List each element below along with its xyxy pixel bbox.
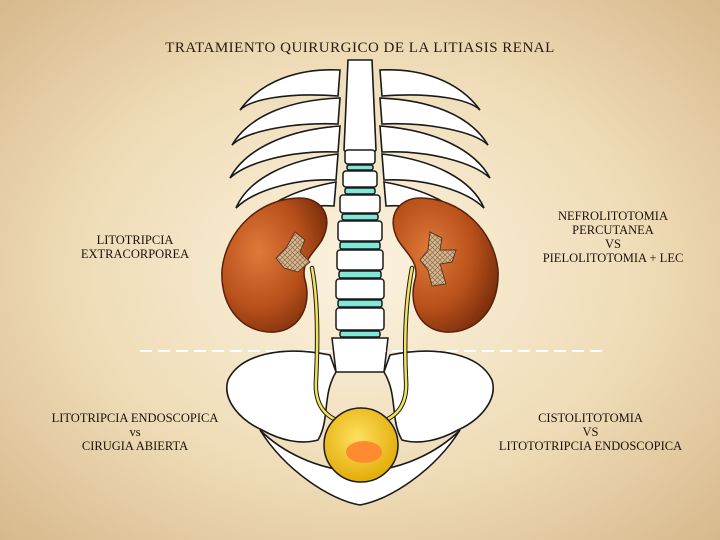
rib-right-1 [379, 69, 481, 111]
rib-left-2 [231, 97, 341, 146]
pelvis [226, 350, 494, 506]
rib-left-4 [235, 153, 339, 209]
rib-right-4 [381, 153, 485, 209]
rib-right-2 [379, 97, 489, 146]
spine [331, 149, 389, 373]
pubis [259, 429, 461, 506]
label-nefrolitotomia: NEFROLITOTOMIA PERCUTANEA VS PIELOLITOTO… [542, 209, 684, 265]
stone-left [275, 231, 311, 273]
rib-left-3 [229, 125, 341, 179]
ureters-fill [310, 266, 414, 427]
label-cistolitotomia: CISTOLITOTOMIA VS LITOTOTRIPCIA ENDOSCOP… [498, 411, 683, 453]
kidney-right [392, 197, 499, 333]
label-litotripcia-extracorporea: LITOTRIPCIA EXTRACORPOREA [80, 233, 190, 261]
stone-right [419, 231, 457, 287]
label-litotripcia-endoscopica: LITOTRIPCIA ENDOSCOPICA vs CIRUGIA ABIER… [51, 411, 219, 453]
bladder [323, 407, 399, 483]
bladder-stone [346, 441, 382, 463]
page-title: TRATAMIENTO QUIRURGICO DE LA LITIASIS RE… [165, 40, 555, 56]
pelvis-right [383, 350, 494, 443]
rib-right-3 [379, 125, 491, 179]
kidney-left [221, 197, 328, 333]
pelvis-left [226, 350, 337, 443]
rib-left-1 [239, 69, 341, 111]
